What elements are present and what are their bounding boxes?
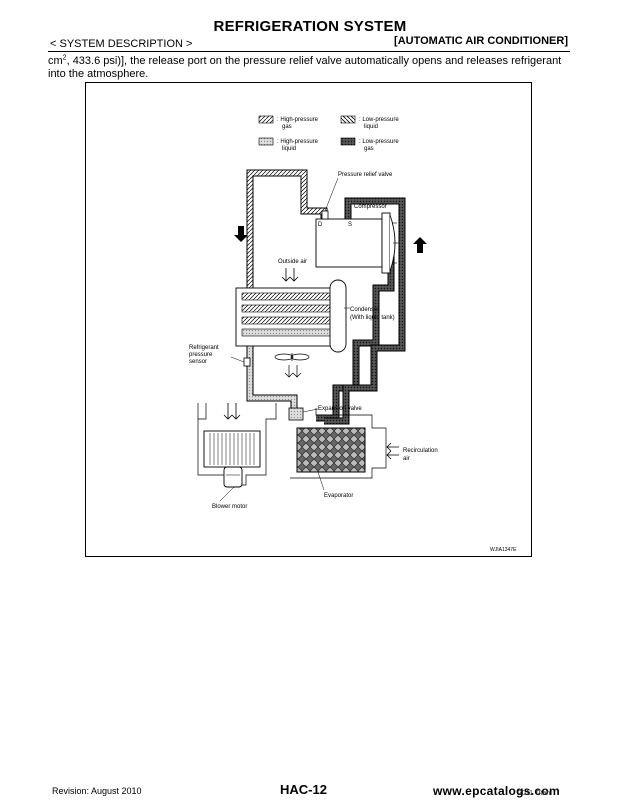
refrigeration-diagram: : High-pressure gas : Low-pressure liqui…: [85, 82, 532, 557]
unit-prefix: cm: [48, 55, 63, 67]
legend-lp-gas-label-2: gas: [364, 146, 374, 152]
legend-hp-gas-label-2: gas: [282, 124, 292, 130]
flow-arrow-up-icon: [413, 237, 427, 253]
fan-icon: [274, 353, 310, 378]
condenser-label: Condenser: [350, 307, 379, 313]
pressure-sensor-icon: [243, 357, 251, 367]
lp-gas-return: [324, 197, 406, 425]
revision-date: Revision: August 2010: [52, 786, 142, 796]
hp-liquid-line: [246, 345, 298, 413]
figure-code: WJIA1347E: [490, 547, 517, 553]
blower-motor-label: Blower motor: [212, 504, 247, 510]
hp-gas-line: [246, 169, 328, 288]
sensor-label-3: sensor: [189, 359, 207, 365]
recirculation-arrow-icon: [386, 442, 399, 460]
outside-air-arrow-icon: [281, 268, 299, 282]
legend: : High-pressure gas : Low-pressure liqui…: [258, 115, 399, 152]
unit-superscript: 2: [62, 54, 67, 62]
blower-motor-icon: [223, 466, 243, 488]
sensor-label-2: pressure: [189, 352, 213, 358]
compressor: [315, 210, 399, 274]
expansion-valve-icon: [288, 407, 304, 421]
section-label: < SYSTEM DESCRIPTION >: [50, 38, 193, 50]
condenser: [235, 279, 347, 353]
legend-swatch-hp-liquid: [258, 137, 274, 146]
legend-swatch-hp-gas: [258, 115, 274, 124]
page-title: REFRIGERATION SYSTEM: [213, 18, 407, 35]
legend-hp-liquid-label-2: liquid: [282, 146, 296, 152]
condenser-sublabel: (With liquid tank): [350, 315, 395, 321]
header-divider: [48, 51, 570, 52]
legend-lp-liquid-label-2: liquid: [364, 124, 378, 130]
body-paragraph: cm2, 433.6 psi)], the release port on th…: [48, 54, 574, 81]
legend-hp-liquid-label: : High-pressure: [277, 139, 319, 145]
evaporator: [296, 427, 366, 473]
watermark: www.epcatalogs.com: [433, 784, 560, 798]
model-label: 2011 Titan: [518, 790, 551, 797]
system-label: [AUTOMATIC AIR CONDITIONER]: [394, 35, 568, 47]
compressor-port-s: S: [348, 222, 352, 228]
legend-hp-gas-label: : High-pressure: [277, 117, 319, 123]
pressure-relief-valve-label: Pressure relief valve: [338, 172, 393, 178]
recirculation-label-2: air: [403, 456, 410, 462]
compressor-label: Compressor: [354, 204, 387, 210]
blower: [203, 430, 261, 488]
flow-arrow-down-icon: [234, 226, 248, 242]
outside-air-label: Outside air: [278, 259, 307, 265]
legend-swatch-lp-gas: [340, 137, 356, 146]
legend-swatch-lp-liquid: [340, 115, 356, 124]
liquid-tank: [329, 279, 347, 353]
intake-arrow-icon: [223, 403, 241, 420]
pressure-relief-valve-icon: [321, 210, 329, 220]
evaporator-label: Evaporator: [324, 493, 353, 499]
page-number: HAC-12: [280, 782, 327, 797]
legend-lp-gas-label: : Low-pressure: [359, 139, 399, 145]
expansion-valve-label: Expansion valve: [318, 406, 362, 412]
compressor-port-d: D: [318, 222, 323, 228]
legend-lp-liquid-label: : Low-pressure: [359, 117, 399, 123]
paragraph-text: , 433.6 psi)], the release port on the p…: [48, 55, 562, 80]
sensor-label: Refrigerant: [189, 345, 219, 351]
recirculation-label: Recirculation: [403, 448, 438, 454]
